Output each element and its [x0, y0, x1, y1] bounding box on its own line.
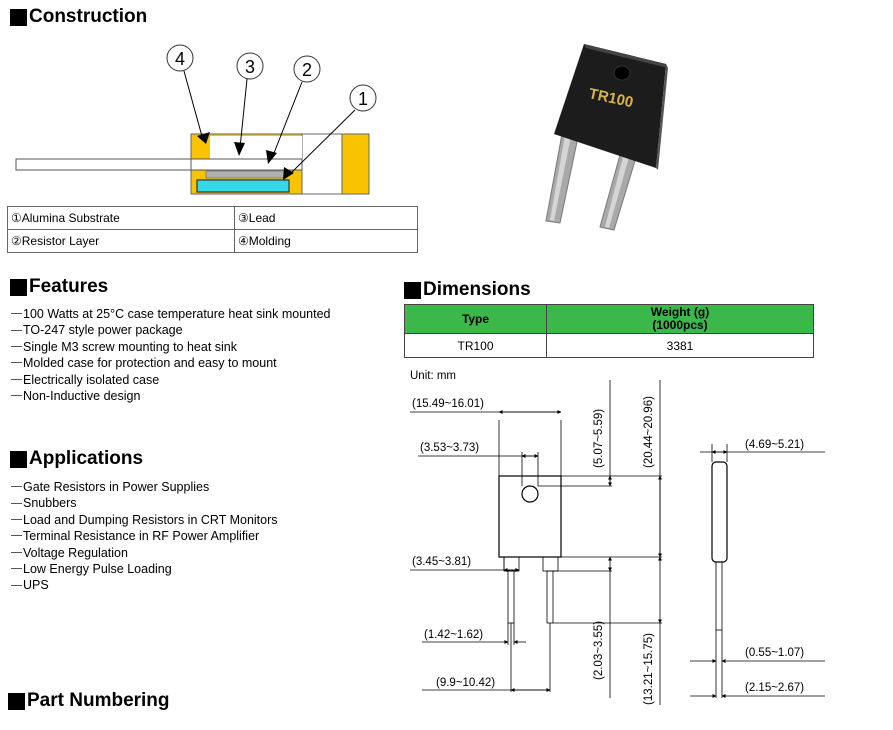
- list-item: Electrically isolated case: [11, 372, 330, 388]
- substrate-shape: [196, 179, 290, 193]
- dimension-drawing: (15.49~16.01) (3.53~3.73) (3.45~3.81) (1…: [410, 380, 825, 705]
- product-body-top: [584, 44, 668, 68]
- dim-thickness: (4.69~5.21): [745, 439, 804, 451]
- legend-cell: ③Lead: [234, 206, 418, 230]
- unit-label: Unit: mm: [410, 370, 456, 382]
- product-image: TR100: [545, 44, 668, 231]
- front-lead-right: [546, 570, 554, 624]
- table-row: TR100 3381: [404, 333, 814, 358]
- cell-weight: 3381: [546, 333, 814, 358]
- legend-cell: ①Alumina Substrate: [7, 206, 235, 230]
- dimensions-table: Type Weight (g)(1000pcs) TR100 3381: [404, 304, 814, 358]
- dim-lead-thin: (1.42~1.62): [424, 629, 483, 641]
- title-square-icon: [10, 278, 27, 296]
- dim-lead-length: (13.21~15.75): [643, 633, 655, 705]
- list-item: 100 Watts at 25°C case temperature heat …: [11, 306, 330, 322]
- callout-4: [166, 44, 194, 72]
- dim-lead-shoulder: (2.03~3.55): [593, 621, 605, 680]
- front-lead-shoulder-right: [542, 556, 559, 572]
- dimensions-title: Dimensions: [404, 279, 531, 301]
- list-item: Terminal Resistance in RF Power Amplifie…: [11, 528, 278, 544]
- side-lead: [715, 561, 723, 631]
- front-lead-shoulder-left: [503, 556, 520, 572]
- title-square-icon: [8, 692, 25, 710]
- product-body-side: [656, 64, 668, 170]
- applications-title: Applications: [10, 448, 143, 470]
- applications-list: Gate Resistors in Power Supplies Snubber…: [11, 479, 278, 594]
- product-lead-shine: [550, 135, 571, 221]
- product-lead-shine: [605, 149, 631, 228]
- list-item: Non-Inductive design: [11, 388, 330, 404]
- list-item: TO-247 style power package: [11, 322, 330, 338]
- front-lead-left: [507, 570, 515, 624]
- dim-body-height: (20.44~20.96): [643, 396, 655, 468]
- title-square-icon: [10, 450, 27, 468]
- side-body: [711, 461, 728, 563]
- arrow-head: [283, 167, 294, 180]
- callout-3: [236, 52, 264, 80]
- construction-title: Construction: [10, 6, 147, 28]
- title-square-icon: [404, 281, 421, 299]
- callout-2-label: 2: [302, 60, 312, 80]
- arrow-head: [234, 142, 245, 156]
- product-body: [554, 44, 666, 168]
- front-mount-hole: [521, 485, 539, 503]
- legend-cell: ②Resistor Layer: [7, 229, 235, 253]
- list-item: Single M3 screw mounting to heat sink: [11, 339, 330, 355]
- molding-gap: [301, 133, 343, 195]
- list-item: UPS: [11, 577, 278, 593]
- list-item: Gate Resistors in Power Supplies: [11, 479, 278, 495]
- header-type: Type: [404, 304, 547, 334]
- dim-lead-pitch: (9.9~10.42): [436, 677, 495, 689]
- resistor-layer-shape: [205, 170, 287, 179]
- list-item: Molded case for protection and easy to m…: [11, 355, 330, 371]
- arrow-head: [266, 150, 277, 164]
- part-numbering-title: Part Numbering: [8, 690, 170, 712]
- features-title: Features: [10, 276, 108, 298]
- list-item: Snubbers: [11, 495, 278, 511]
- dim-lead-thickness: (0.55~1.07): [745, 647, 804, 659]
- legend-cell: ④Molding: [234, 229, 418, 253]
- cell-type: TR100: [404, 333, 547, 358]
- dim-hole-pos: (3.53~3.73): [420, 442, 479, 454]
- product-mount-hole: [613, 65, 631, 81]
- title-square-icon: [10, 8, 27, 26]
- construction-legend-table: ①Alumina Substrate ③Lead ②Resistor Layer…: [7, 206, 418, 253]
- list-item: Voltage Regulation: [11, 545, 278, 561]
- callout-1: [349, 84, 377, 112]
- list-item: Low Energy Pulse Loading: [11, 561, 278, 577]
- callout-2: [293, 55, 321, 83]
- lead-inner: [190, 158, 303, 171]
- dim-side-lead: (2.15~2.67): [745, 682, 804, 694]
- dim-lead-width: (3.45~3.81): [412, 556, 471, 568]
- front-body: [498, 475, 562, 558]
- callout-4-label: 4: [175, 49, 185, 69]
- arrow-head: [197, 132, 210, 144]
- dim-body-width: (15.49~16.01): [412, 398, 484, 410]
- list-item: Load and Dumping Resistors in CRT Monito…: [11, 512, 278, 528]
- dim-hole-height: (5.07~5.59): [593, 409, 605, 468]
- features-list: 100 Watts at 25°C case temperature heat …: [11, 306, 330, 404]
- callout-3-label: 3: [245, 57, 255, 77]
- construction-diagram: 4 3 2 1: [15, 44, 377, 195]
- callout-1-label: 1: [358, 89, 368, 109]
- header-weight: Weight (g)(1000pcs): [546, 304, 814, 334]
- lead-shape: [15, 158, 201, 171]
